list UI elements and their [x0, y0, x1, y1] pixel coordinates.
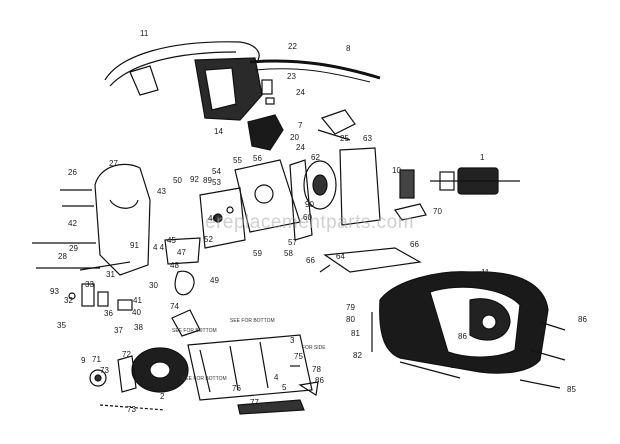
callout-22: 22	[288, 42, 297, 51]
motor-field	[89, 334, 319, 411]
callout-1: 1	[480, 153, 485, 162]
callout-52: 52	[204, 235, 213, 244]
callout-82: 82	[353, 351, 362, 360]
note-see-bottom-3: SEE FOR BOTTOM	[182, 376, 227, 382]
callout-93: 93	[50, 287, 59, 296]
callout-73-b: 73	[127, 405, 136, 414]
callout-89: 89	[203, 176, 212, 185]
handle-assembly	[104, 41, 381, 121]
callout-70: 70	[433, 207, 442, 216]
callout-57: 57	[288, 238, 297, 247]
callout-35: 35	[57, 321, 66, 330]
callout-5: 5	[282, 383, 287, 392]
callout-11-top: 11	[140, 29, 149, 38]
note-see-bottom-1: SEE FOR BOTTOM	[172, 328, 217, 334]
switch-parts	[247, 79, 356, 151]
callout-62: 62	[311, 153, 320, 162]
callout-77: 77	[250, 398, 259, 407]
callout-75: 75	[294, 352, 303, 361]
callout-30: 30	[149, 281, 158, 290]
callout-81: 81	[351, 329, 360, 338]
callout-66-b: 66	[410, 240, 419, 249]
callout-86-mid: 86	[458, 332, 467, 341]
callout-90-a: 90	[305, 200, 314, 209]
callout-37: 37	[114, 326, 123, 335]
callout-85-mid: 85	[450, 361, 459, 370]
callout-58: 58	[284, 249, 293, 258]
callout-29: 29	[69, 244, 78, 253]
callout-24-upper: 24	[296, 88, 305, 97]
callout-50: 50	[173, 176, 182, 185]
small-parts-left	[68, 237, 201, 337]
callout-23: 23	[287, 72, 296, 81]
left-housing	[32, 163, 151, 276]
callout-28: 28	[58, 252, 67, 261]
watermark-text: ereplacementparts.com	[205, 212, 415, 233]
callout-8: 8	[346, 44, 351, 53]
callout-56: 56	[253, 154, 262, 163]
callout-2: 2	[160, 392, 165, 401]
callout-7: 7	[298, 121, 303, 130]
callout-74: 74	[170, 302, 179, 311]
callout-14: 14	[214, 127, 223, 136]
callout-9: 9	[81, 356, 86, 365]
callout-91: 91	[130, 241, 139, 250]
callout-20: 20	[290, 133, 299, 142]
armature	[394, 167, 520, 221]
callout-33: 33	[85, 280, 94, 289]
callout-31: 31	[106, 270, 115, 279]
gear-housing	[199, 147, 381, 249]
callout-55: 55	[233, 156, 242, 165]
callout-72: 72	[122, 350, 131, 359]
callout-42: 42	[68, 219, 77, 228]
callout-86-bottom: 86	[315, 376, 324, 385]
callout-4: 4	[274, 373, 279, 382]
callout-44: 4 4	[153, 243, 165, 252]
callout-24-lower: 24	[296, 143, 305, 152]
callout-25: 25	[340, 134, 349, 143]
blade-guard	[237, 399, 305, 415]
callout-85-right: 85	[567, 385, 576, 394]
callout-66-a: 66	[306, 256, 315, 265]
callout-43: 43	[157, 187, 166, 196]
note-see-bottom-2: SEE FOR BOTTOM	[230, 318, 275, 324]
callout-46: 46	[208, 214, 217, 223]
callout-27: 27	[109, 159, 118, 168]
callout-41: 41	[133, 296, 142, 305]
callout-76: 76	[232, 384, 241, 393]
callout-71: 71	[92, 355, 101, 364]
callout-48: 48	[170, 261, 179, 270]
callout-45: 45	[167, 236, 176, 245]
callout-36: 36	[104, 309, 113, 318]
callout-10: 10	[392, 166, 401, 175]
callout-47: 47	[177, 248, 186, 257]
note-for-side: FOR SIDE	[302, 345, 326, 351]
callout-78: 78	[312, 365, 321, 374]
callout-64: 64	[336, 252, 345, 261]
callout-73-a: 73	[100, 366, 109, 375]
callout-53: 53	[212, 178, 221, 187]
callout-79: 79	[346, 303, 355, 312]
callout-63: 63	[363, 134, 372, 143]
callout-54: 54	[212, 167, 221, 176]
callout-86-right: 86	[578, 315, 587, 324]
callout-49: 49	[210, 276, 219, 285]
callout-26: 26	[68, 168, 77, 177]
right-housing	[371, 271, 566, 389]
base-shoe	[319, 247, 422, 273]
callout-60: 60	[303, 213, 312, 222]
callout-92: 92	[190, 175, 199, 184]
callout-3: 3	[290, 336, 295, 345]
callout-38: 38	[134, 323, 143, 332]
callout-80: 80	[346, 315, 355, 324]
callout-11-right: 11	[481, 268, 490, 277]
callout-59: 59	[253, 249, 262, 258]
callout-40: 40	[132, 308, 141, 317]
callout-32: 32	[64, 296, 73, 305]
